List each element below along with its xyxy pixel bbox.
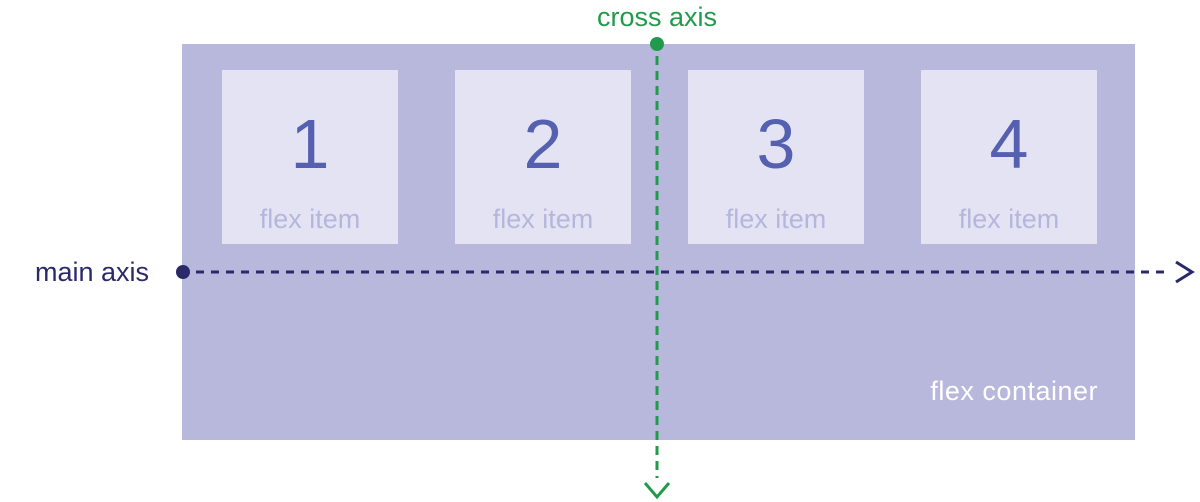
flex-item-4-caption: flex item: [958, 204, 1060, 234]
flex-item-4: 4 flex item: [921, 70, 1097, 244]
flex-item-2-caption: flex item: [492, 204, 594, 234]
flex-item-1: 1 flex item: [222, 70, 398, 244]
main-axis-label: main axis: [35, 257, 150, 287]
flex-item-2-number: 2: [523, 105, 563, 183]
flex-container-box: 1 flex item 2 flex item 3 flex item 4 fl…: [182, 44, 1135, 440]
flex-container-label: flex container: [930, 376, 1098, 406]
cross-axis-arrowhead-icon: [643, 482, 671, 500]
flex-item-4-number: 4: [989, 105, 1029, 183]
flex-item-1-caption: flex item: [259, 204, 361, 234]
flex-item-2: 2 flex item: [455, 70, 631, 244]
flex-items-row: 1 flex item 2 flex item 3 flex item 4 fl…: [222, 70, 1097, 244]
flex-item-3-caption: flex item: [725, 204, 827, 234]
flex-item-3-number: 3: [756, 105, 796, 183]
flex-item-3: 3 flex item: [688, 70, 864, 244]
main-axis-arrowhead-icon: [1175, 260, 1195, 284]
cross-axis-label: cross axis: [596, 2, 718, 32]
flex-item-1-number: 1: [290, 105, 330, 183]
